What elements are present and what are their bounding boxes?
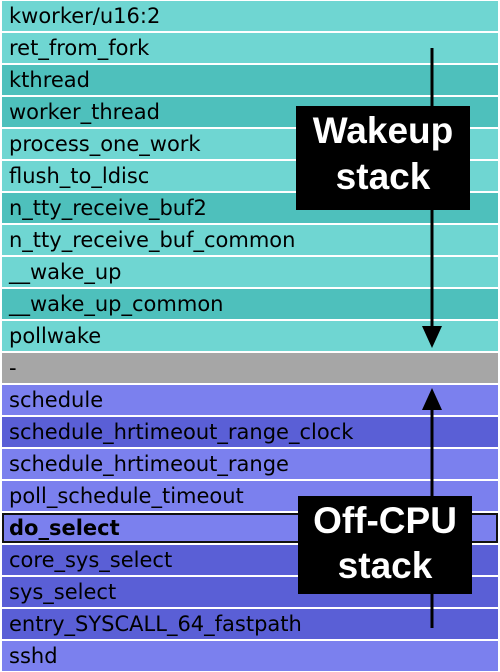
frame-schedule-hrtimeout-range-clock[interactable]: schedule_hrtimeout_range_clock: [2, 417, 498, 447]
frame-schedule-hrtimeout-range[interactable]: schedule_hrtimeout_range: [2, 449, 498, 479]
frame-pollwake[interactable]: pollwake: [2, 321, 498, 351]
wakeup-stack-label: Wakeup stack: [296, 106, 470, 210]
frame-ret-from-fork[interactable]: ret_from_fork: [2, 33, 498, 63]
frame-schedule[interactable]: schedule: [2, 385, 498, 415]
frame-kthread[interactable]: kthread: [2, 65, 498, 95]
offcpu-arrow-head: [422, 388, 442, 410]
offcpu-label-line2: stack: [337, 545, 433, 586]
frame-kworker-u16-2[interactable]: kworker/u16:2: [2, 1, 498, 31]
frame-separator[interactable]: -: [2, 353, 498, 383]
offcpu-label-line1: Off-CPU: [313, 500, 457, 541]
frame-wake-up[interactable]: __wake_up: [2, 257, 498, 287]
wakeup-label-line1: Wakeup: [312, 110, 454, 151]
frame-entry-syscall-64-fastpath[interactable]: entry_SYSCALL_64_fastpath: [2, 609, 498, 639]
wakeup-arrow-head: [422, 326, 442, 348]
frame-wake-up-common[interactable]: __wake_up_common: [2, 289, 498, 319]
frame-n-tty-receive-buf-common[interactable]: n_tty_receive_buf_common: [2, 225, 498, 255]
frame-sshd[interactable]: sshd: [2, 641, 498, 671]
offcpu-stack-label: Off-CPU stack: [298, 496, 472, 594]
wakeup-label-line2: stack: [335, 156, 431, 197]
